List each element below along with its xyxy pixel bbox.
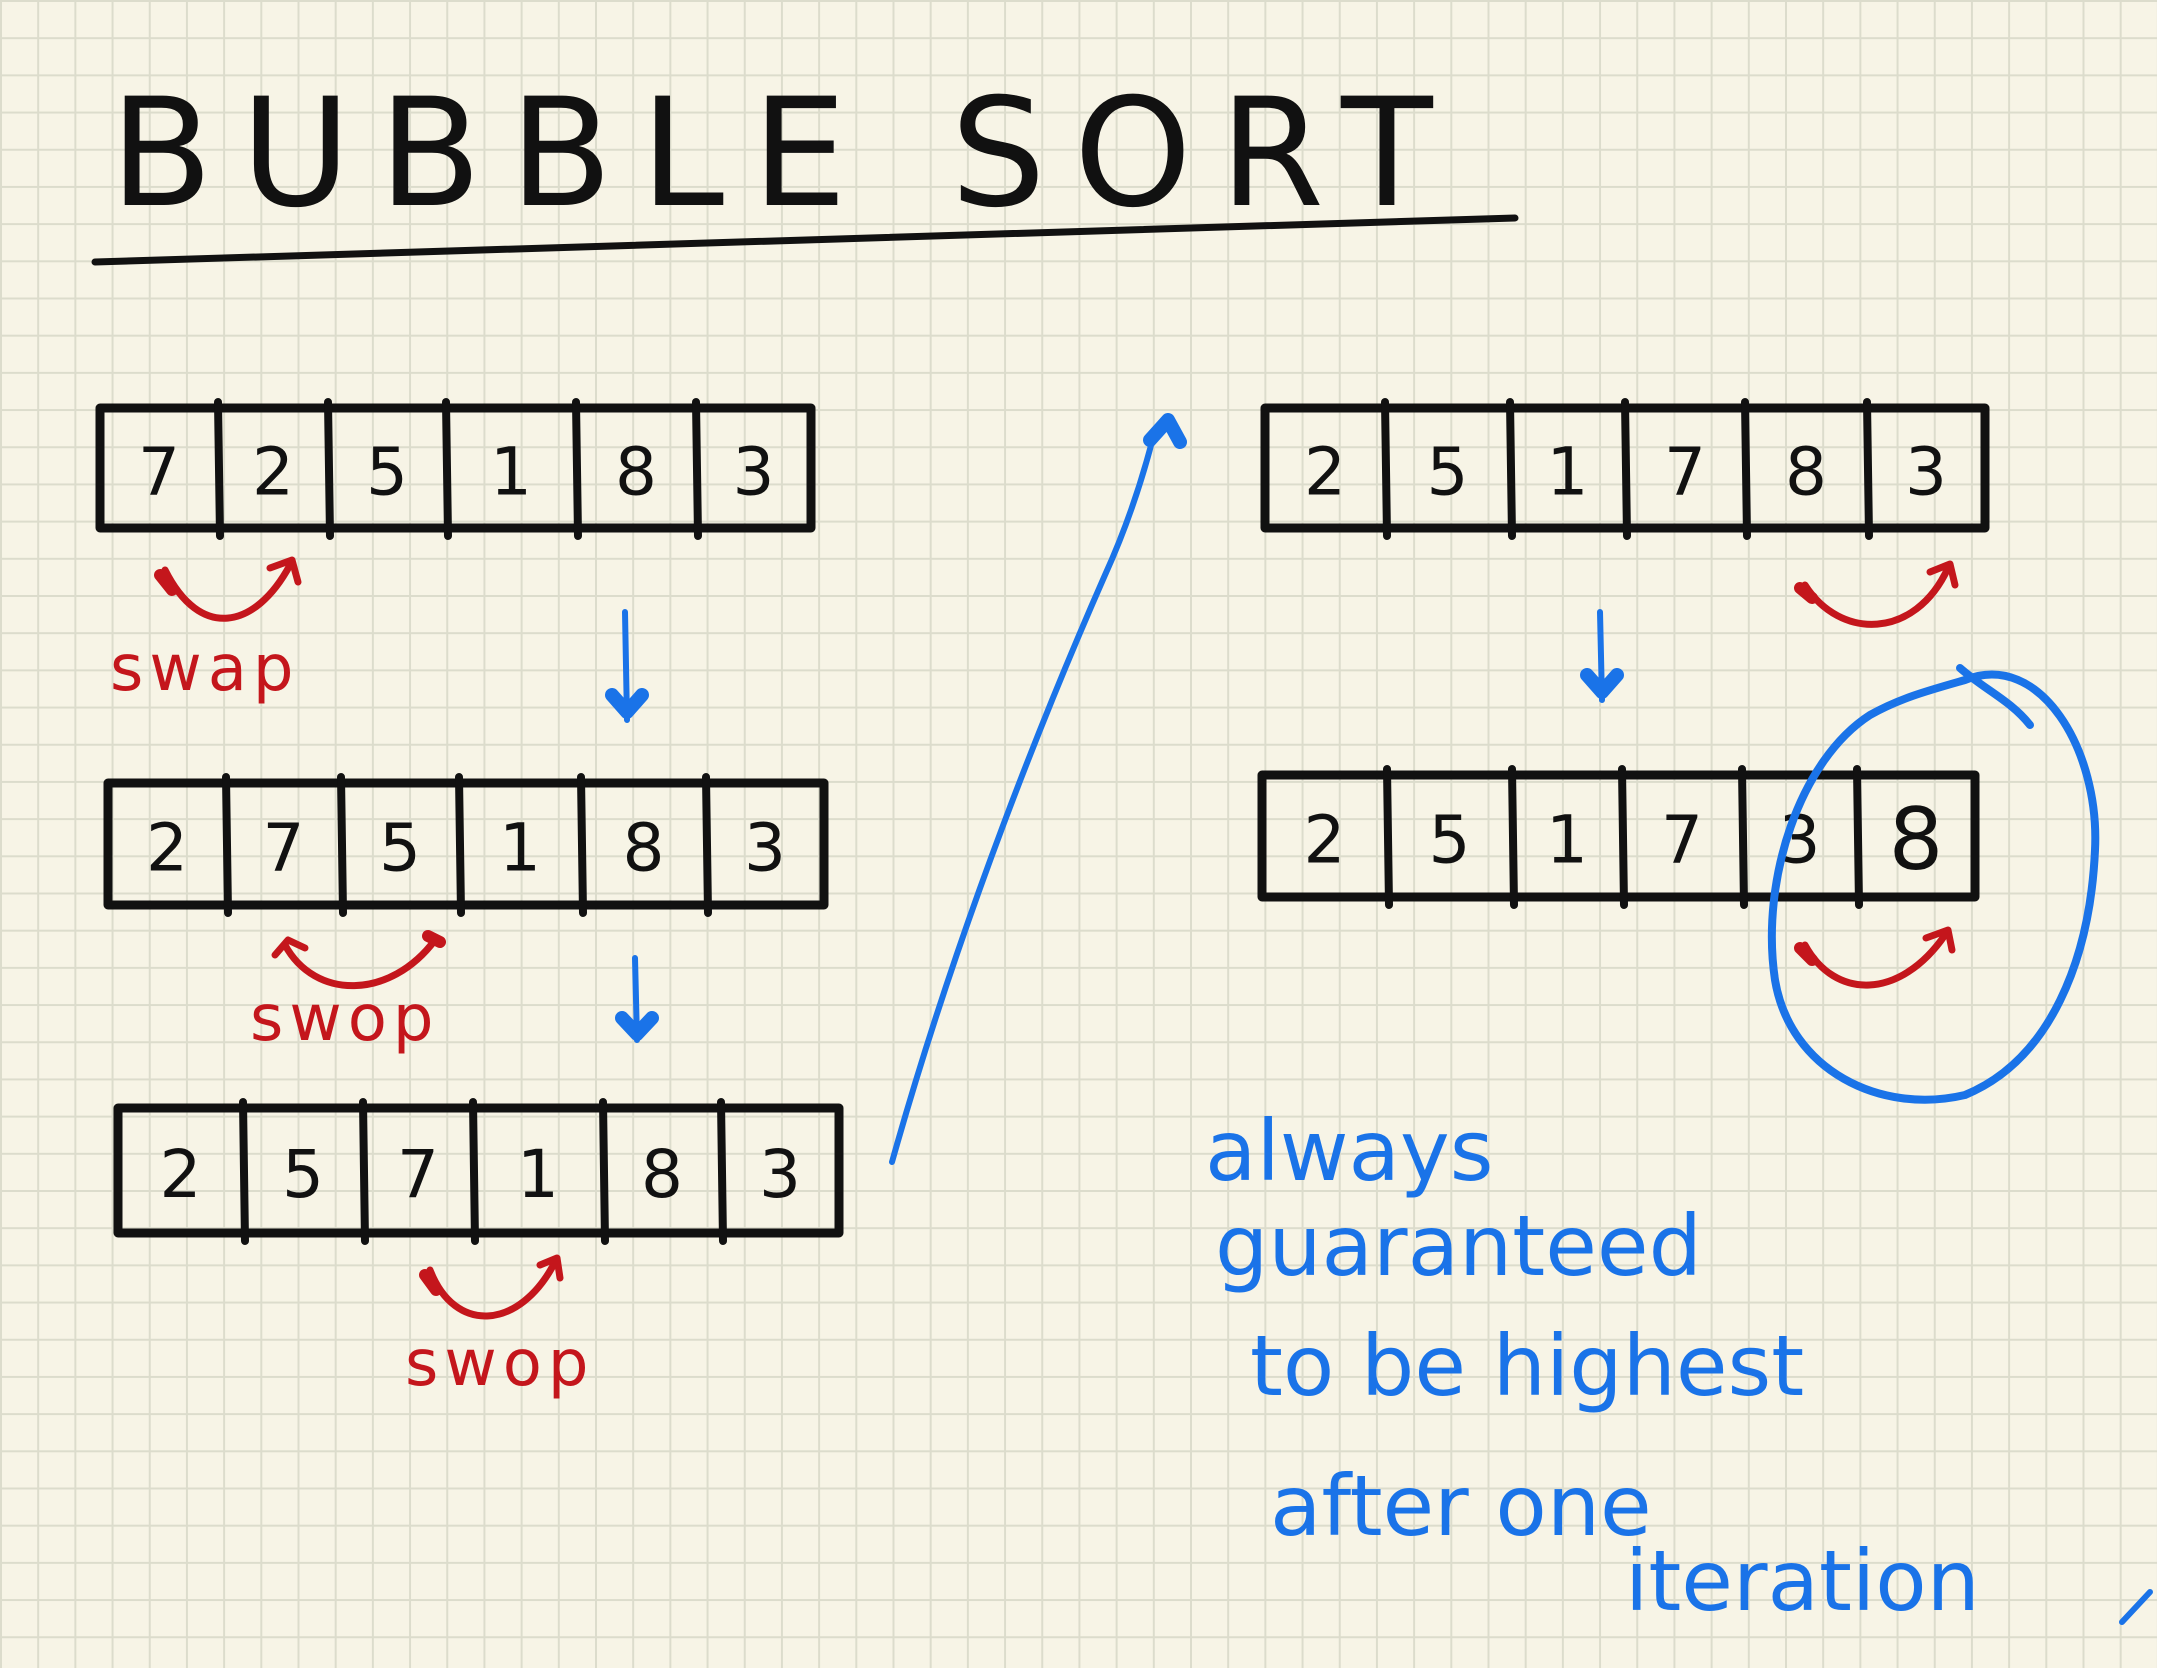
array-cell-value: 3: [744, 810, 786, 887]
swap-label-2: swop: [250, 982, 439, 1056]
cell-divider: [469, 1098, 479, 1245]
swap-arrow-3: [419, 1254, 564, 1320]
cell-divider: [455, 773, 465, 917]
array-outline: [95, 403, 816, 533]
cell-divider: [442, 398, 452, 540]
swap-label-3: swop: [405, 1327, 594, 1401]
array-cell-value: 3: [733, 434, 775, 511]
cell-divider: [572, 398, 582, 540]
cell-divider: [1853, 765, 1863, 909]
cell-divider: [1508, 765, 1518, 909]
array-cell-value: 2: [160, 1136, 202, 1213]
cell-divider: [239, 1098, 249, 1245]
array-cell-value: 2: [1304, 434, 1346, 511]
array-cell-value: 7: [397, 1136, 439, 1213]
array-cell-value: 2: [1304, 802, 1346, 879]
array-cell-value: 1: [499, 810, 541, 887]
note-line-1: always: [1205, 1102, 1493, 1200]
array-cell-value: 1: [1546, 802, 1588, 879]
cell-divider: [1738, 765, 1748, 909]
swap-arrow-5: [1794, 926, 1956, 989]
note-line-5: iteration: [1625, 1532, 1980, 1630]
down-arrow-1: [605, 609, 649, 723]
array-cell-value: 5: [366, 434, 408, 511]
array-cell-value: 8: [641, 1136, 683, 1213]
cell-divider: [1381, 398, 1391, 540]
array-cell-value: 7: [1661, 802, 1703, 879]
array-cell-value: 7: [1664, 434, 1706, 511]
highlight-circle: [1767, 664, 2100, 1104]
title-underline: [91, 214, 1519, 266]
swap-arrow-1: [154, 556, 302, 622]
cell-divider: [1863, 398, 1873, 540]
cell-divider: [577, 773, 587, 917]
cell-divider: [692, 398, 702, 540]
swap-arrow-4: [1794, 560, 1959, 628]
array-cell-value: 3: [759, 1136, 801, 1213]
cell-divider: [1618, 765, 1628, 909]
cell-divider: [337, 773, 347, 917]
array-cell-value: 5: [379, 810, 421, 887]
down-arrow-3: [1580, 609, 1624, 703]
title: BUBBLE SORT: [110, 67, 1461, 241]
array-cell-value: 8: [615, 434, 657, 511]
array-cell-value: 2: [252, 434, 294, 511]
cell-divider: [717, 1098, 727, 1245]
cell-divider: [324, 398, 334, 540]
array-cell-value: 3: [1905, 434, 1947, 511]
cell-divider: [702, 773, 712, 917]
array-outline: [103, 778, 829, 910]
cell-divider: [222, 773, 232, 917]
array-cell-value: 8: [1889, 790, 1944, 890]
note-line-2: guaranteed: [1215, 1197, 1702, 1295]
note-line-4: after one: [1270, 1457, 1652, 1555]
cell-divider: [1741, 398, 1751, 540]
array-cell-value: 5: [1429, 802, 1471, 879]
cell-divider: [214, 398, 224, 540]
array-cell-value: 2: [146, 810, 188, 887]
down-arrow-2: [615, 955, 659, 1043]
cell-divider: [1621, 398, 1631, 540]
array-cell-value: 1: [517, 1136, 559, 1213]
array-cell-value: 5: [1427, 434, 1469, 511]
array-cell-value: 8: [1785, 434, 1827, 511]
cell-divider: [1506, 398, 1516, 540]
continue-arrow: [889, 413, 1187, 1165]
array-cell-value: 1: [490, 434, 532, 511]
array-cell-value: 7: [263, 810, 305, 887]
note-line-3: to be highest: [1250, 1317, 1804, 1415]
array-cell-value: 1: [1547, 434, 1589, 511]
cell-divider: [1383, 765, 1393, 909]
cell-divider: [599, 1098, 609, 1245]
swap-label-1: swap: [110, 632, 300, 706]
array-cell-value: 7: [138, 434, 180, 511]
array-cell-value: 8: [623, 810, 665, 887]
swap-arrow-2: [271, 930, 446, 990]
note-trailing-stroke: [2119, 1589, 2153, 1625]
array-cell-value: 5: [282, 1136, 324, 1213]
cell-divider: [359, 1098, 369, 1245]
